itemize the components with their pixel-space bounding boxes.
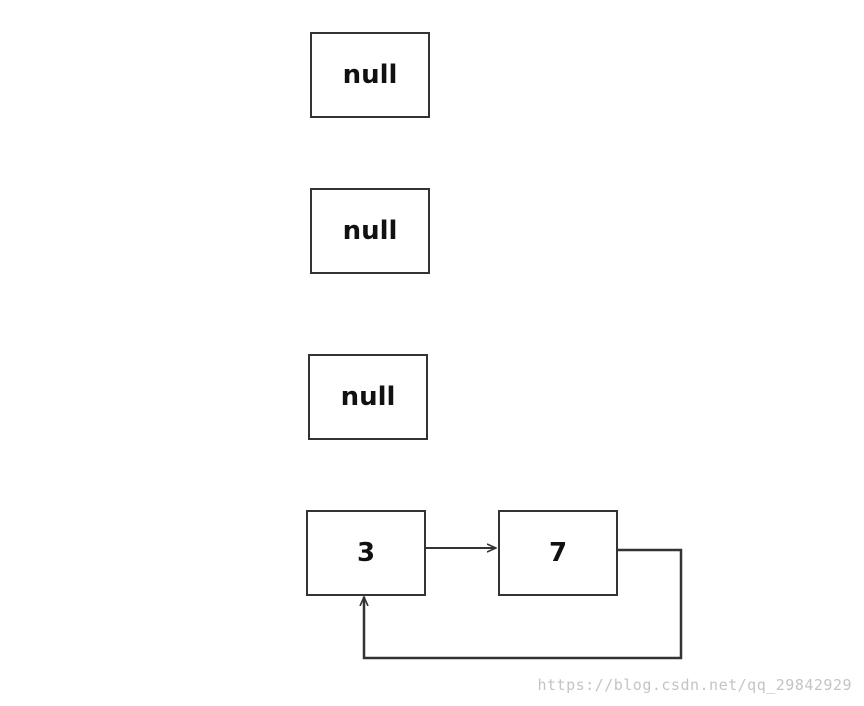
node-7-label: 7 (548, 538, 568, 568)
null-label-3: null (340, 382, 396, 412)
node-7: 7 (498, 510, 618, 596)
null-box-1: null (310, 32, 430, 118)
node-3-label: 3 (356, 538, 376, 568)
node-3: 3 (306, 510, 426, 596)
watermark-url: https://blog.csdn.net/qq_29842929 (537, 676, 852, 694)
null-box-2: null (310, 188, 430, 274)
null-label-1: null (342, 60, 398, 90)
null-label-2: null (342, 216, 398, 246)
null-box-3: null (308, 354, 428, 440)
